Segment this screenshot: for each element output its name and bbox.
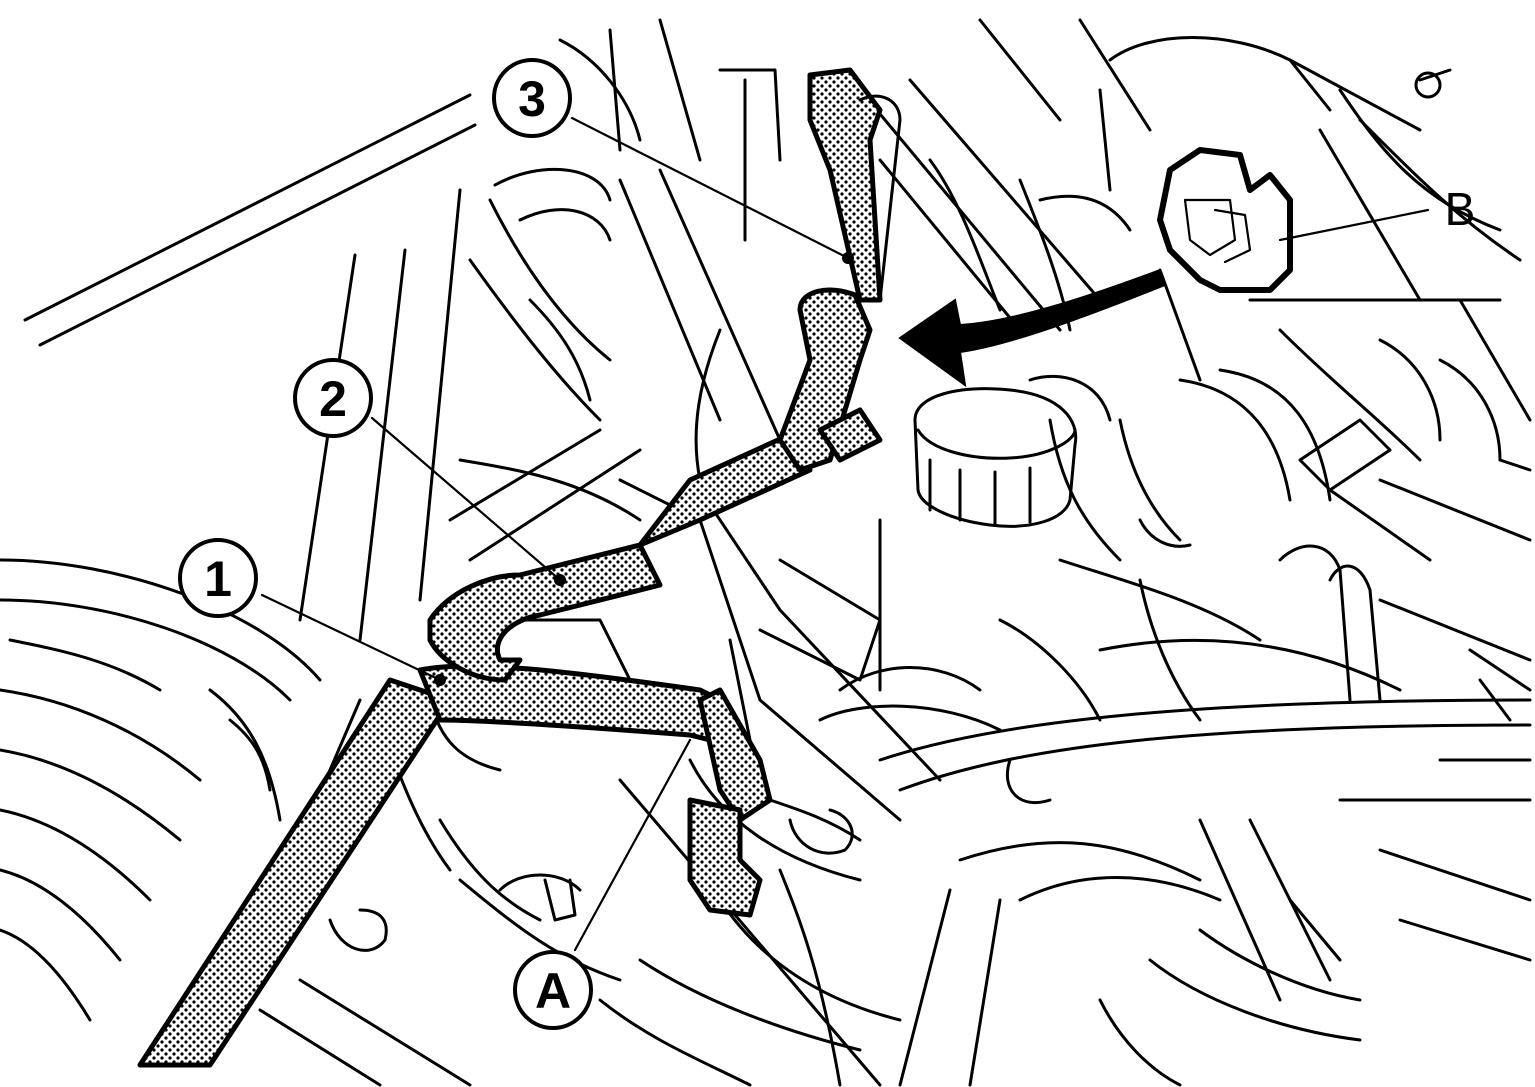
leader-dot-1 xyxy=(434,674,446,686)
leader-dot-3 xyxy=(842,252,854,264)
reservoir-cap xyxy=(913,387,1078,528)
leader-dot-2 xyxy=(554,574,566,586)
callout-3: 3 xyxy=(492,58,572,138)
hose-3 xyxy=(777,67,902,473)
connector-b xyxy=(1157,147,1293,293)
callout-a-label: A xyxy=(535,963,571,1019)
label-b: B xyxy=(1445,183,1476,235)
leader-lines xyxy=(260,116,1430,952)
hose-2 xyxy=(427,427,813,683)
label-b-text: B xyxy=(1445,183,1476,235)
callout-1-label: 1 xyxy=(204,551,232,607)
callout-1: 1 xyxy=(178,538,258,618)
callout-2: 2 xyxy=(293,358,373,438)
callout-2-label: 2 xyxy=(319,371,347,427)
callout-a: A xyxy=(513,950,593,1030)
hose-1 xyxy=(137,663,773,1068)
callout-3-label: 3 xyxy=(518,71,546,127)
direction-arrow xyxy=(898,268,1167,388)
